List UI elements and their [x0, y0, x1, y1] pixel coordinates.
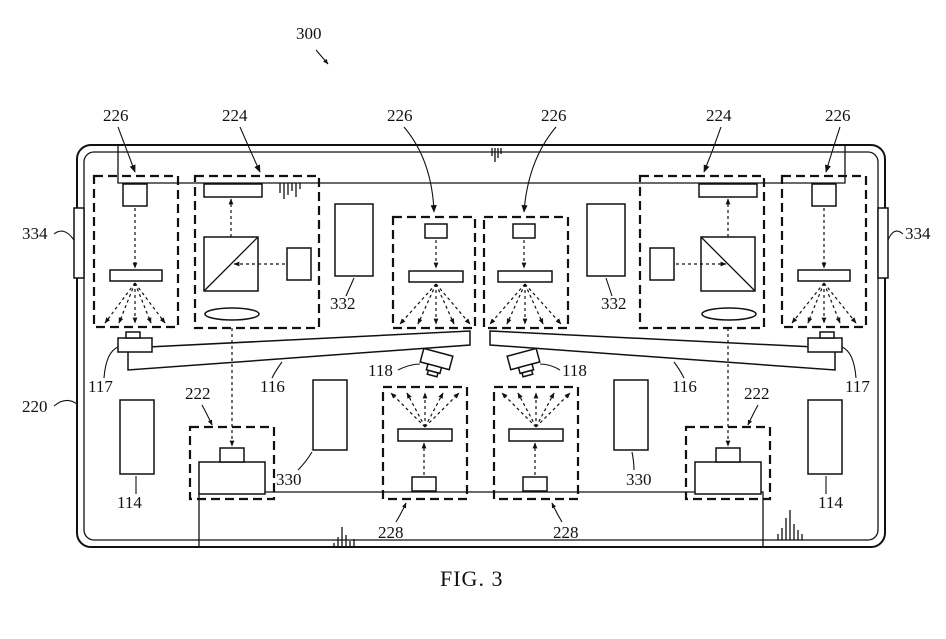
lens-226a [109, 269, 163, 282]
device-222-right-top [715, 447, 741, 463]
source-224-right [649, 247, 675, 281]
side-tab-left [73, 207, 85, 279]
label-118-left: 118 [368, 361, 393, 380]
label-222-right: 222 [744, 384, 770, 403]
module-226-outer-right [780, 174, 868, 329]
label-228-right: 228 [553, 523, 579, 542]
coupler-117-left [117, 337, 153, 353]
label-228-left: 228 [378, 523, 404, 542]
module-226-inner-right [482, 215, 570, 330]
texture-marks [279, 148, 803, 547]
lens-226c [497, 270, 553, 283]
fan-226b [399, 283, 471, 325]
coupler-117-right [807, 337, 843, 353]
waveguide-116-left [127, 330, 471, 371]
label-114-left: 114 [117, 493, 142, 512]
device-222-left-base [198, 461, 266, 495]
label-224-left: 224 [222, 106, 248, 125]
label-226-c: 226 [541, 106, 567, 125]
emitter-226a [122, 183, 148, 207]
module-224-left [193, 174, 321, 330]
label-226-b: 226 [387, 106, 413, 125]
label-114-right: 114 [818, 493, 843, 512]
label-330-left: 330 [276, 470, 302, 489]
block-330-right [613, 379, 649, 451]
label-116-left: 116 [260, 377, 285, 396]
device-222-right-base [694, 461, 762, 495]
block-330-left [312, 379, 348, 451]
device-222-left-top [219, 447, 245, 463]
display-224-left [203, 183, 263, 198]
lens-226b [408, 270, 464, 283]
block-332-right [586, 203, 626, 277]
camera-118-right [506, 347, 541, 378]
label-224-right: 224 [706, 106, 732, 125]
top-frame-bar [117, 145, 846, 184]
waveguide-116-right [489, 330, 836, 371]
module-228-left [381, 385, 469, 501]
coupler-117-right-top [819, 331, 835, 339]
block-114-left [119, 399, 155, 475]
module-224-right [638, 174, 766, 330]
module-226-outer-left [92, 174, 180, 329]
camera-118-left [419, 347, 454, 378]
label-300: 300 [296, 24, 322, 43]
lens-224-right [701, 307, 757, 321]
module-228-right [492, 385, 580, 501]
display-224-right [698, 183, 758, 198]
coupler-117-left-top [125, 331, 141, 339]
label-330-right: 330 [626, 470, 652, 489]
fan-228-left [390, 392, 460, 428]
label-116-right: 116 [672, 377, 697, 396]
label-334-left: 334 [22, 224, 48, 243]
emitter-226b [424, 223, 448, 239]
emitter-228-left [411, 476, 437, 492]
label-334-right: 334 [905, 224, 931, 243]
fan-228-right [501, 392, 571, 428]
label-332-right: 332 [601, 294, 627, 313]
housing-outer [76, 144, 886, 548]
fan-226a [104, 282, 166, 324]
module-226-inner-left [391, 215, 477, 330]
bottom-base [198, 491, 764, 547]
label-226-a: 226 [103, 106, 129, 125]
lens-228-left [397, 428, 453, 442]
leader-300 [315, 49, 329, 65]
label-332-left: 332 [330, 294, 356, 313]
side-tab-right [877, 207, 889, 279]
emitter-226d [811, 183, 837, 207]
label-117-left: 117 [88, 377, 113, 396]
fan-226d [791, 282, 857, 324]
label-118-right: 118 [562, 361, 587, 380]
emitter-226c [512, 223, 536, 239]
lens-224-left [204, 307, 260, 321]
label-220: 220 [22, 397, 48, 416]
housing-inner [83, 151, 879, 541]
lens-228-right [508, 428, 564, 442]
label-117-right: 117 [845, 377, 870, 396]
label-226-d: 226 [825, 106, 851, 125]
figure-caption: FIG. 3 [440, 566, 503, 591]
label-222-left: 222 [185, 384, 211, 403]
block-114-right [807, 399, 843, 475]
source-224-left [286, 247, 312, 281]
block-332-left [334, 203, 374, 277]
fan-226c [489, 283, 562, 325]
emitter-228-right [522, 476, 548, 492]
lens-226d [797, 269, 851, 282]
